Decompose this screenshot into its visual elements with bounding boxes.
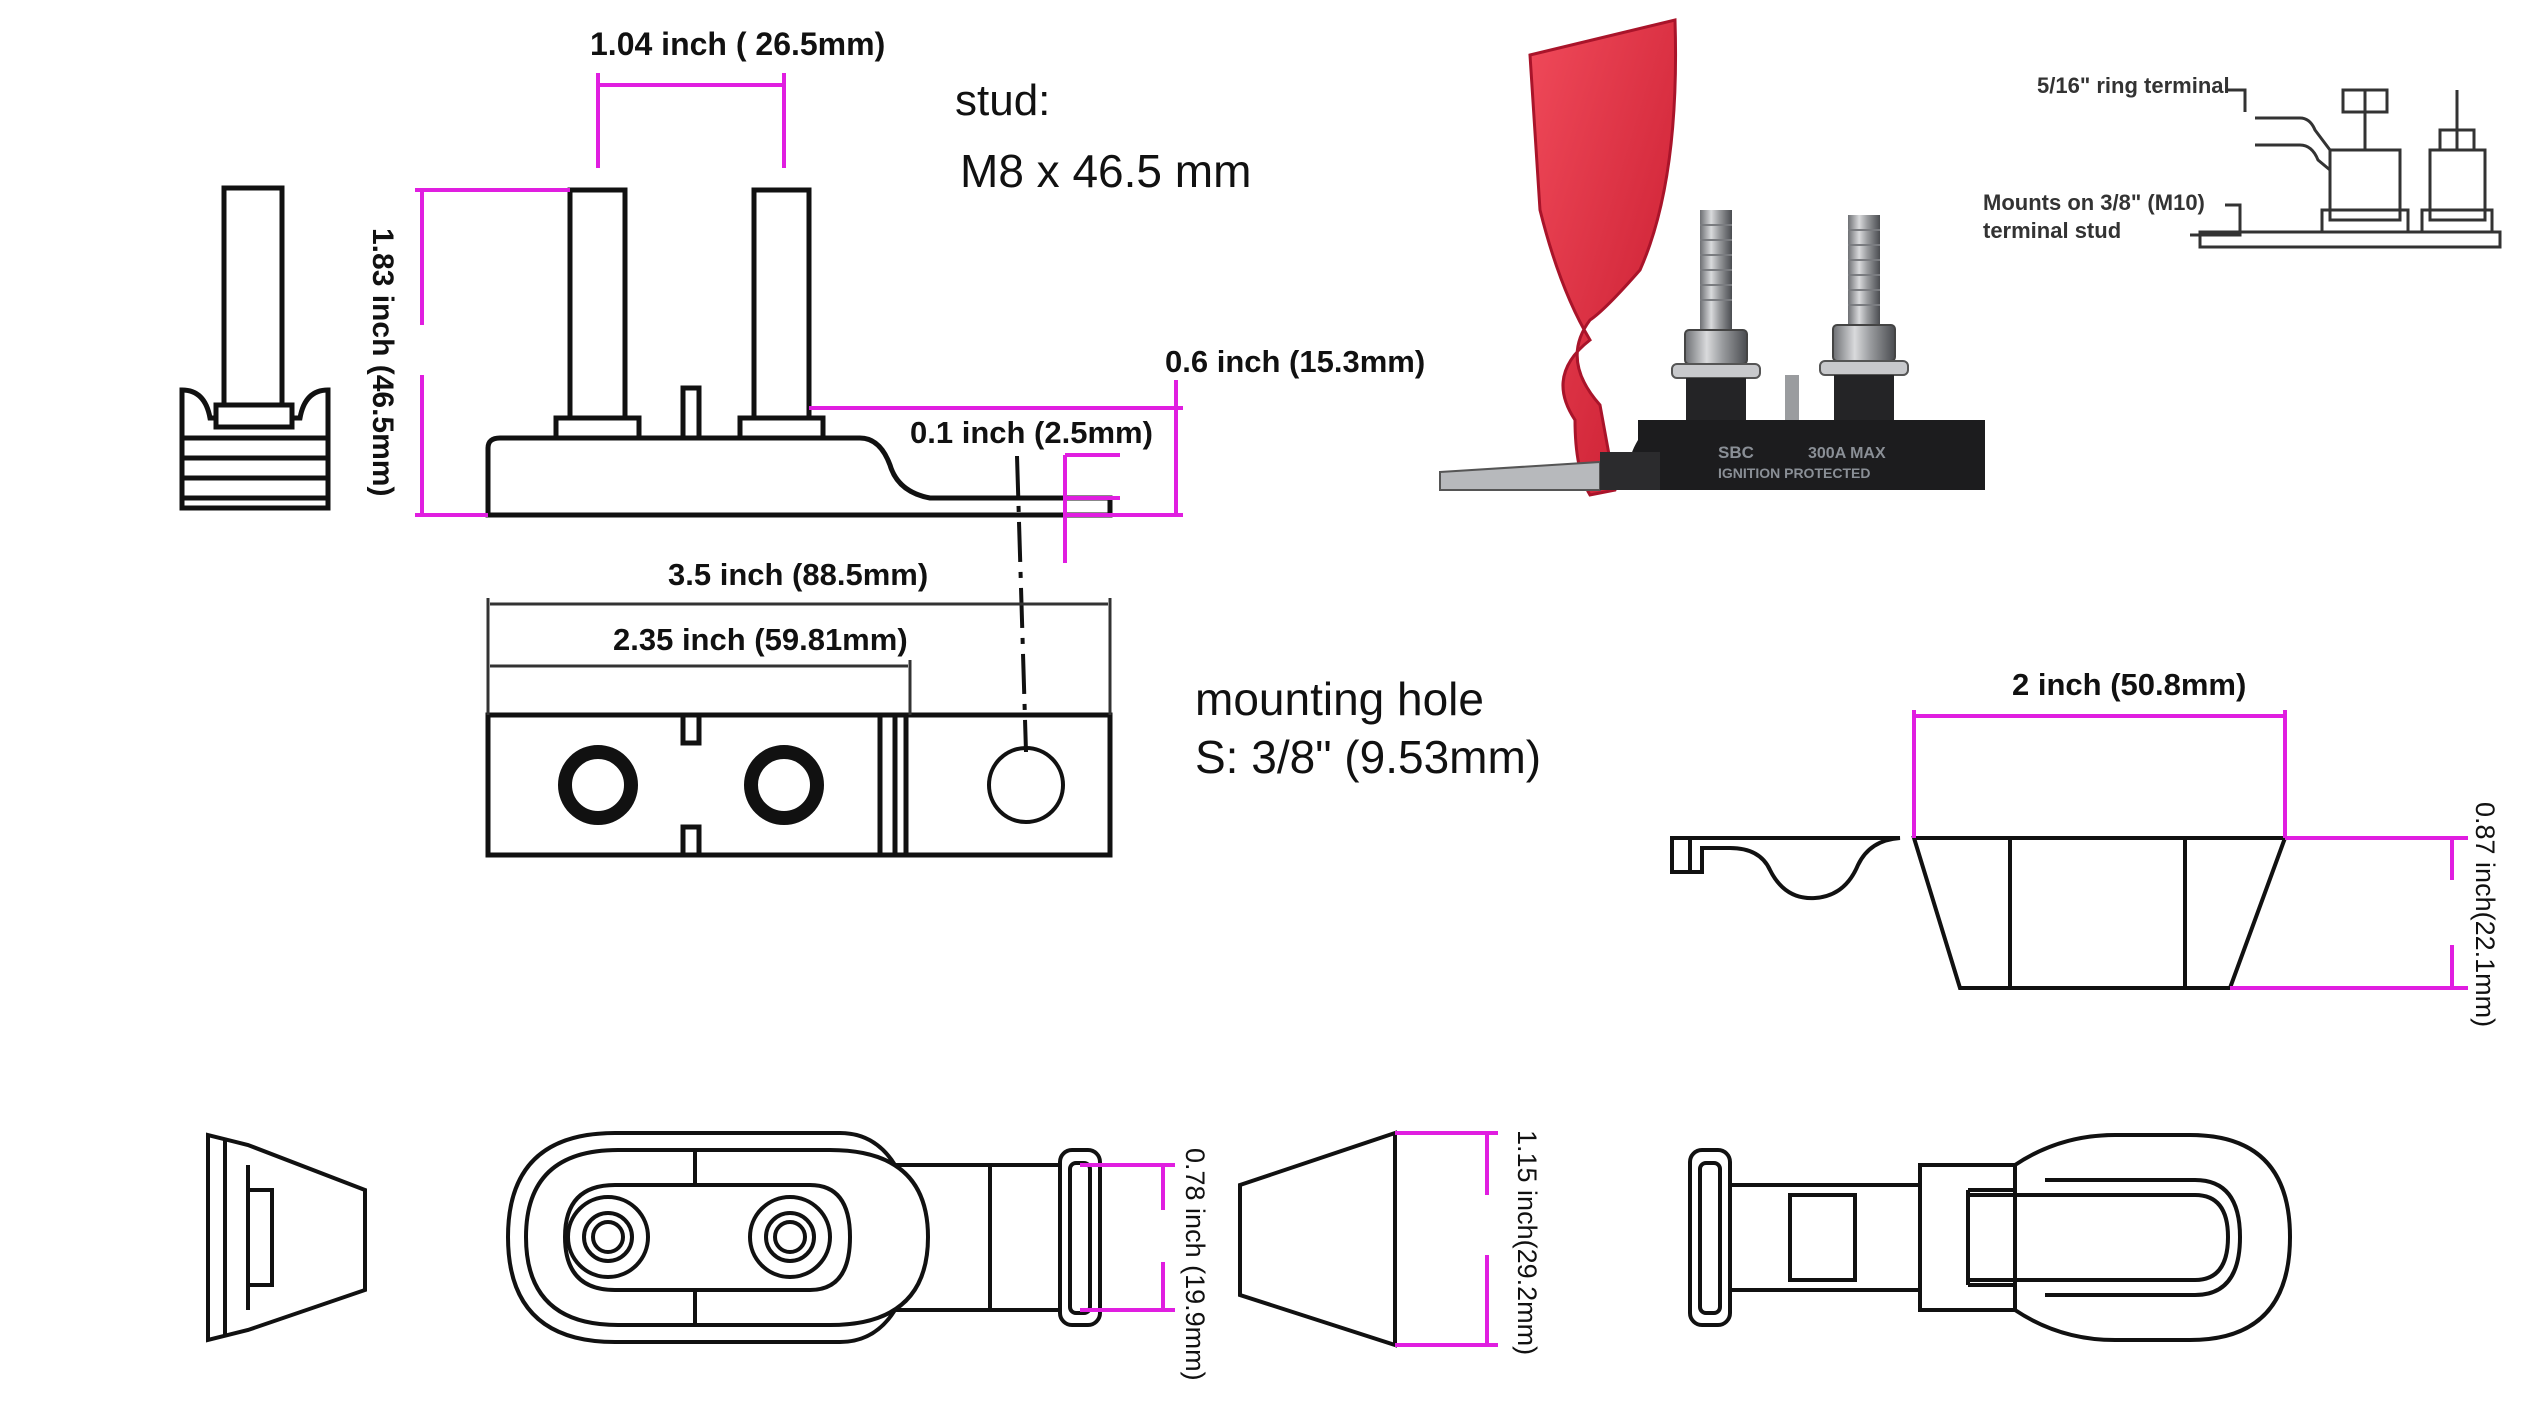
cover-side-drawing	[1670, 836, 2288, 990]
ring-terminal-inset	[2190, 88, 2502, 249]
cover-bottom-view	[505, 1131, 1102, 1344]
tab-height-label: 0.6 inch (15.3mm)	[1165, 344, 1425, 379]
stud-spacing-label: 1.04 inch ( 26.5mm)	[590, 26, 885, 62]
dimension-lines	[415, 73, 1183, 563]
photo-brand: SBC	[1718, 443, 1754, 462]
base-length-label: 2.35 inch (59.81mm)	[613, 622, 908, 657]
mounting-hole-label: mounting hole	[1195, 673, 1484, 725]
cover-dimension-lines	[1912, 710, 2468, 990]
cover-height-label: 0.87 inch(22.1mm)	[2470, 802, 2500, 1027]
cover-tab-width-label: 0.78 inch (19.9mm)	[1180, 1148, 1210, 1381]
stud-spec: M8 x 46.5 mm	[960, 145, 1251, 197]
end-view-drawing	[179, 185, 331, 511]
inset-ring-terminal-label: 5/16" ring terminal	[2037, 73, 2230, 98]
inset-mount-line1: Mounts on 3/8" (M10)	[1983, 190, 2205, 215]
cover-top-view	[1688, 1133, 2293, 1342]
stud-label: stud:	[955, 76, 1050, 125]
cover-end-view	[1238, 1130, 1397, 1348]
cover-tab-dimension-lines	[1080, 1163, 1175, 1312]
cover-end-view-small	[206, 1132, 367, 1343]
mounting-hole-spec: S: 3/8" (9.53mm)	[1195, 731, 1541, 783]
front-elevation-drawing	[485, 187, 1113, 518]
cover-width-label: 2 inch (50.8mm)	[2012, 667, 2246, 702]
inset-mount-line2: terminal stud	[1983, 218, 2121, 243]
product-photo: SBC 300A MAX IGNITION PROTECTED	[1439, 18, 1985, 497]
cover-end-dimension-lines	[1395, 1131, 1498, 1347]
dimension-lines-plan	[486, 598, 1112, 715]
stud-height-label: 1.83 inch (46.5mm)	[366, 228, 399, 496]
cover-end-height-label: 1.15 inch(29.2mm)	[1512, 1130, 1542, 1355]
tab-thickness-label: 0.1 inch (2.5mm)	[910, 415, 1153, 450]
photo-rating: 300A MAX	[1808, 445, 1886, 462]
photo-protection: IGNITION PROTECTED	[1718, 465, 1870, 481]
top-plan-drawing	[485, 712, 1113, 858]
total-length-label: 3.5 inch (88.5mm)	[668, 557, 928, 592]
